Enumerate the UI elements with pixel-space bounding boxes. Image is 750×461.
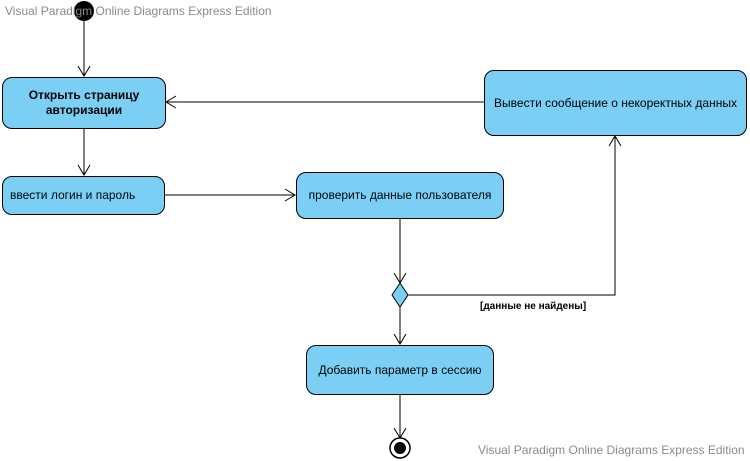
- edge-check-to-decision: [393, 219, 407, 284]
- edge-add-session-to-final: [393, 395, 407, 439]
- final-node: [389, 437, 411, 459]
- edge-enter-login-to-check: [165, 188, 296, 202]
- watermark-top: Visual Paradigm Online Diagrams Express …: [5, 4, 272, 18]
- guard-label-data-not-found: [данные не найдены]: [480, 301, 587, 312]
- edge-start-to-open-auth: [77, 21, 91, 77]
- initial-node: [74, 1, 94, 21]
- edge-decision-to-add-session: [393, 307, 407, 345]
- action-open-auth-page[interactable]: Открыть страницу авторизации: [2, 77, 166, 129]
- edge-decision-to-show-error: [408, 135, 622, 296]
- action-add-session-param[interactable]: Добавить параметр в сессию: [306, 345, 494, 395]
- decision-node: [391, 282, 409, 308]
- edge-open-auth-to-enter-login: [77, 129, 91, 176]
- action-check-user-data[interactable]: проверить данные пользователя: [296, 172, 504, 219]
- action-show-error[interactable]: Вывести сообщение о некоректных данных: [484, 70, 747, 136]
- action-enter-login[interactable]: ввести логин и пароль: [2, 176, 165, 215]
- watermark-bottom: Visual Paradigm Online Diagrams Express …: [478, 443, 745, 457]
- edge-show-error-to-open-auth: [165, 95, 484, 109]
